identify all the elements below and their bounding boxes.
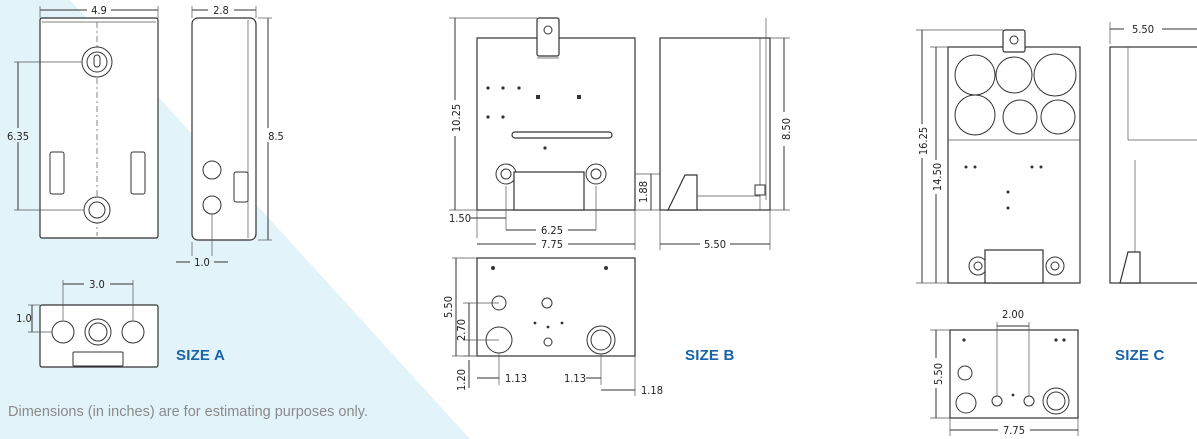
size-a-side-height-label: 8.5 [268,130,284,143]
size-c-bottom-width-label: 7.75 [1003,424,1025,437]
size-b-front-view: 10.25 1.50 6.25 7.75 [446,17,636,251]
size-b-bottom-view: 5.50 2.70 1.20 1.13 1.13 1.18 [442,257,663,397]
size-b-side-depth-label: 5.50 [704,238,726,251]
size-a-label: SIZE A [176,347,225,364]
size-b-lower-offset-label: 1.88 [637,181,650,203]
size-b-mount-spacing-label: 6.25 [541,224,563,237]
size-b-right-hole-offset-label: 1.13 [564,372,586,385]
size-c-bottom-depth-label: 5.50 [932,363,945,385]
size-b-hole-offset-label: 2.70 [455,319,468,341]
size-a-spacing-label: 3.0 [89,278,105,291]
size-a-depth-label: 2.8 [213,4,229,17]
size-b-height-label: 10.25 [450,104,463,132]
size-c-side-depth-label: 5.50 [1132,23,1154,36]
size-a-bottom-view: 3.0 1.0 [16,278,159,368]
size-b-bottom-offset-label: 1.20 [455,369,468,391]
size-c-front-view: 16.25 14.50 [912,29,1081,284]
size-b-left-hole-offset-label: 1.13 [505,372,527,385]
size-a-bottom-offset-label: 1.0 [16,312,32,325]
size-a-front-view: 4.9 6.35 [2,4,159,239]
size-c-height-label: 16.25 [917,127,930,155]
size-c-bottom-view: 2.00 5.50 7.75 [927,308,1079,437]
size-c-side-view: 5.50 [1109,22,1197,284]
size-c-label: SIZE C [1115,347,1165,364]
dimensions-disclaimer: Dimensions (in inches) are for estimatin… [8,404,368,420]
size-a-width-label: 4.9 [91,4,107,17]
size-b-side-view: 8.50 1.88 5.50 [635,18,794,251]
size-a-height-label: 6.35 [7,130,29,143]
size-b-label: SIZE B [685,347,735,364]
size-a-offset-label: 1.0 [194,256,210,269]
size-c-hole-spacing-label: 2.00 [1002,308,1024,321]
size-b-bottom-depth-label: 5.50 [442,296,455,318]
size-b-width-label: 7.75 [541,238,563,251]
size-a-side-view: 2.8 8.5 1.0 [176,4,288,269]
size-c-inner-height-label: 14.50 [931,163,944,191]
size-b-right-edge-offset-label: 1.18 [641,384,663,397]
size-b-side-height-label: 8.50 [780,118,793,140]
size-b-left-offset-label: 1.50 [449,212,471,225]
